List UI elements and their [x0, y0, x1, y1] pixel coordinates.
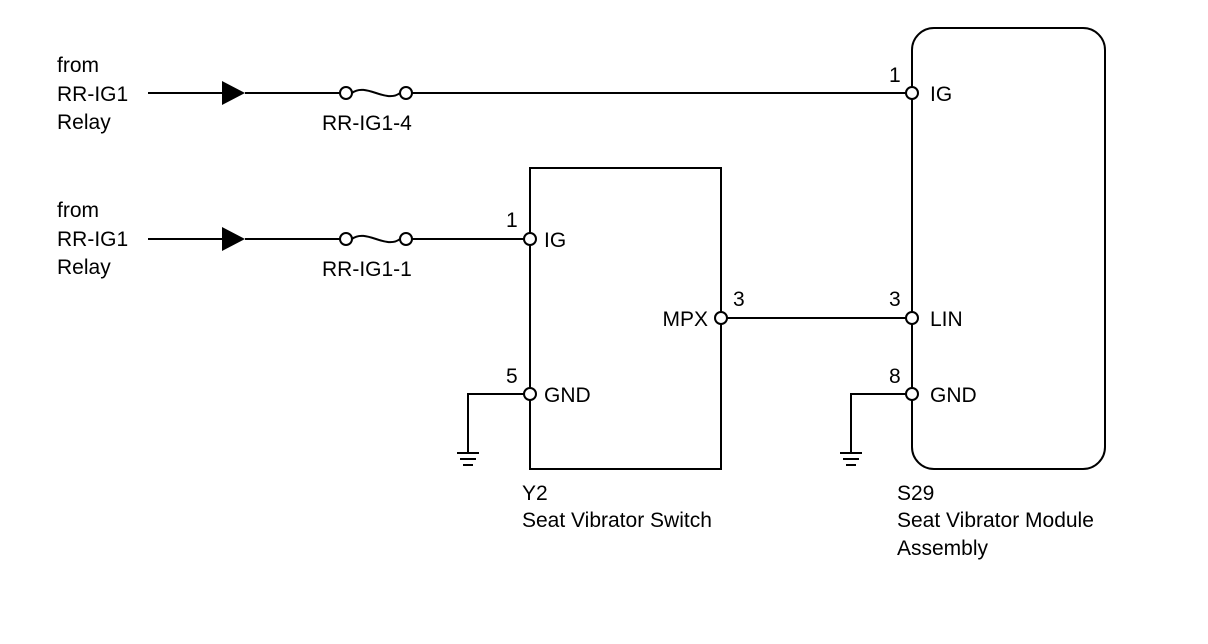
switch-name: Seat Vibrator Switch [522, 509, 712, 532]
seat-vibrator-module: 1 IG 3 LIN 8 GND S29 Seat Vibrator Modul… [889, 27, 1106, 560]
module-name-line2: Assembly [897, 537, 989, 560]
fuse-1-element-icon [351, 88, 401, 98]
seat-vibrator-switch: 1 IG 5 GND 3 MPX Y2 Seat Vibrator Switch [506, 167, 745, 532]
module-ground-icon [840, 393, 906, 466]
switch-code: Y2 [522, 482, 548, 505]
source-1-line2: RR-IG1 [57, 83, 128, 106]
source-1-line1: from [57, 54, 99, 77]
arrow-source-2-icon [222, 227, 245, 251]
switch-pin-ig-num: 1 [506, 209, 518, 232]
module-pin-gnd-name: GND [930, 384, 977, 407]
module-name-line1: Seat Vibrator Module [897, 509, 1094, 532]
module-pin-lin-name: LIN [930, 308, 963, 331]
fuse-rr-ig1-1: RR-IG1-1 [322, 232, 413, 281]
fuse-2-terminal-left [339, 232, 353, 246]
module-pin-ig [905, 86, 919, 100]
module-pin-ig-name: IG [930, 83, 952, 106]
switch-pin-gnd-name: GND [544, 384, 591, 407]
fuse-rr-ig1-4: RR-IG1-4 [322, 86, 413, 135]
source-2-line1: from [57, 199, 99, 222]
module-pin-gnd [905, 387, 919, 401]
switch-pin-mpx [714, 311, 728, 325]
module-pin-gnd-num: 8 [889, 365, 901, 388]
fuse-2-label: RR-IG1-1 [322, 258, 412, 281]
source-2-line3: Relay [57, 256, 111, 279]
source-1-line3: Relay [57, 111, 111, 134]
switch-body [529, 167, 722, 470]
source-1-label: from RR-IG1 Relay [57, 54, 128, 134]
module-pin-ig-num: 1 [889, 64, 901, 87]
source-2-label: from RR-IG1 Relay [57, 199, 128, 279]
fuse-2-terminal-right [399, 232, 413, 246]
fuse-1-terminal-left [339, 86, 353, 100]
module-code: S29 [897, 482, 934, 505]
switch-pin-gnd-num: 5 [506, 365, 518, 388]
module-pin-lin [905, 311, 919, 325]
fuse-2-element-icon [351, 234, 401, 244]
switch-pin-gnd [523, 387, 537, 401]
switch-pin-mpx-num: 3 [733, 288, 745, 311]
module-pin-lin-num: 3 [889, 288, 901, 311]
fuse-1-label: RR-IG1-4 [322, 112, 412, 135]
switch-pin-mpx-name: MPX [662, 308, 708, 331]
arrow-source-1-icon [222, 81, 245, 105]
switch-pin-ig [523, 232, 537, 246]
switch-pin-ig-name: IG [544, 229, 566, 252]
module-body [911, 27, 1106, 470]
fuse-1-terminal-right [399, 86, 413, 100]
source-2-line2: RR-IG1 [57, 228, 128, 251]
switch-ground-icon [457, 393, 524, 466]
